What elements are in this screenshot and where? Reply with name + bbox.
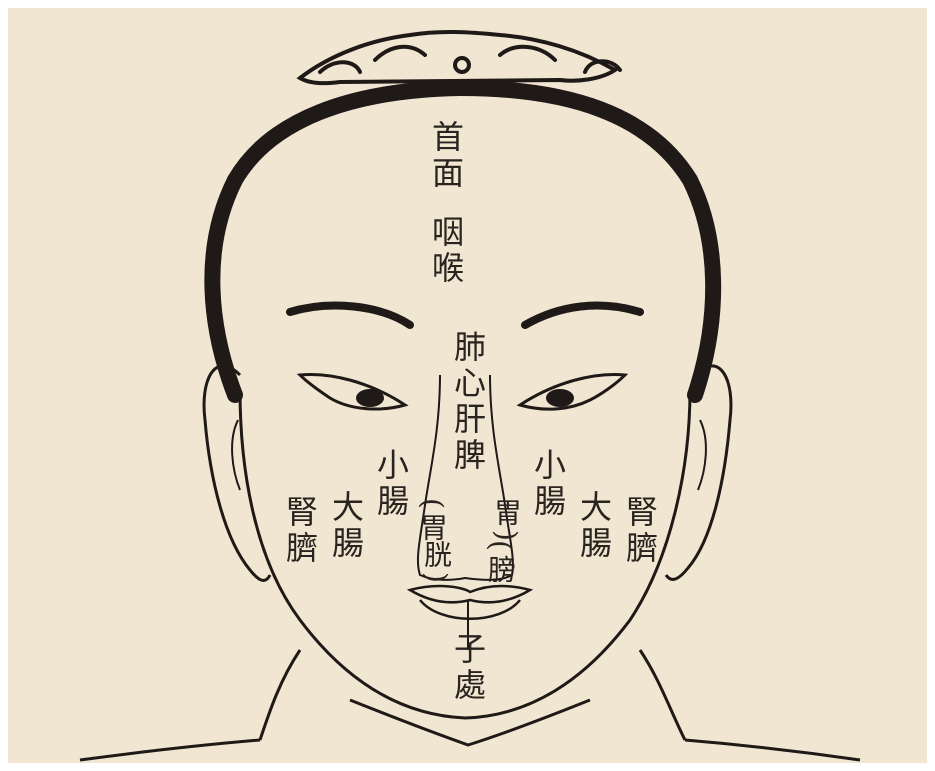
label-small-intestine-left: 小腸: [375, 448, 407, 520]
label-kidney-left: 腎臍: [284, 495, 316, 567]
label-large-intestine-left: 大腸: [330, 490, 362, 562]
right-iris: [546, 389, 574, 407]
label-stomach-left: (胃: [418, 498, 446, 545]
label-bladder-right: (膀: [486, 540, 514, 587]
label-kidney-right: 腎臍: [624, 495, 656, 567]
label-nose-column: 肺心肝脾: [452, 330, 484, 474]
label-forehead-mid: 咽喉: [430, 215, 462, 287]
label-large-intestine-right: 大腸: [578, 490, 610, 562]
left-iris: [356, 389, 384, 407]
label-bladder-left: 胱): [422, 540, 450, 587]
label-small-intestine-right: 小腸: [532, 448, 564, 520]
label-chin: 子處: [452, 632, 484, 704]
label-forehead-top: 首面: [430, 120, 462, 192]
label-stomach-right: 胃): [492, 498, 520, 545]
